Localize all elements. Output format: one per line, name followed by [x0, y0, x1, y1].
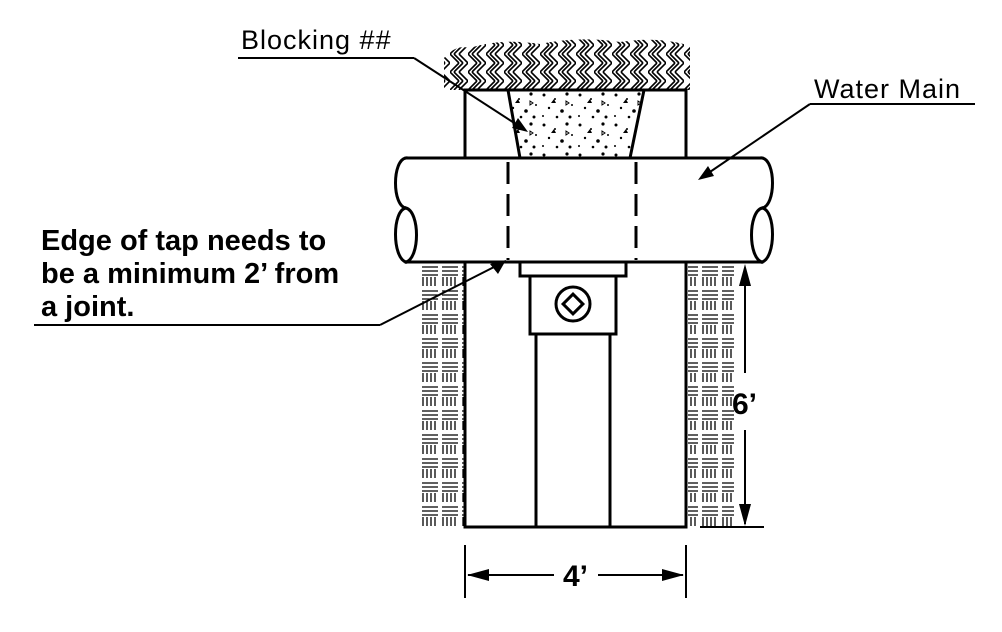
tap-note-line-3: a joint.: [41, 291, 134, 323]
tap-valve-assembly: [518, 260, 628, 529]
left-soil-hatch: [420, 262, 465, 527]
arrow-left-icon: [467, 569, 489, 581]
water-main-callout: Water Main: [698, 74, 975, 180]
width-value: 4’: [563, 560, 588, 593]
arrow-head-icon: [698, 166, 714, 180]
right-soil-hatch: [688, 262, 734, 527]
depth-dimension: 6’: [700, 264, 764, 528]
arrow-head-icon: [490, 260, 506, 274]
arrow-head-icon: [512, 118, 528, 132]
valve-operator-icon: [554, 285, 592, 323]
tap-note-line-2: be a minimum 2’ from: [41, 258, 339, 290]
blocking-callout: Blocking ##: [238, 25, 528, 132]
water-main-label: Water Main: [814, 74, 961, 104]
blocking-label: Blocking ##: [241, 25, 392, 55]
tap-note-callout: Edge of tap needs to be a minimum 2’ fro…: [34, 225, 506, 326]
water-main-pipe: [394, 156, 774, 264]
concrete-blocking: [506, 88, 646, 160]
arrow-down-icon: [739, 504, 751, 526]
arrow-up-icon: [739, 264, 751, 286]
width-dimension: 4’: [464, 545, 687, 598]
depth-value: 6’: [732, 388, 757, 421]
ground-hatch: [444, 39, 690, 90]
arrow-right-icon: [662, 569, 684, 581]
tap-note-line-1: Edge of tap needs to: [41, 225, 326, 257]
